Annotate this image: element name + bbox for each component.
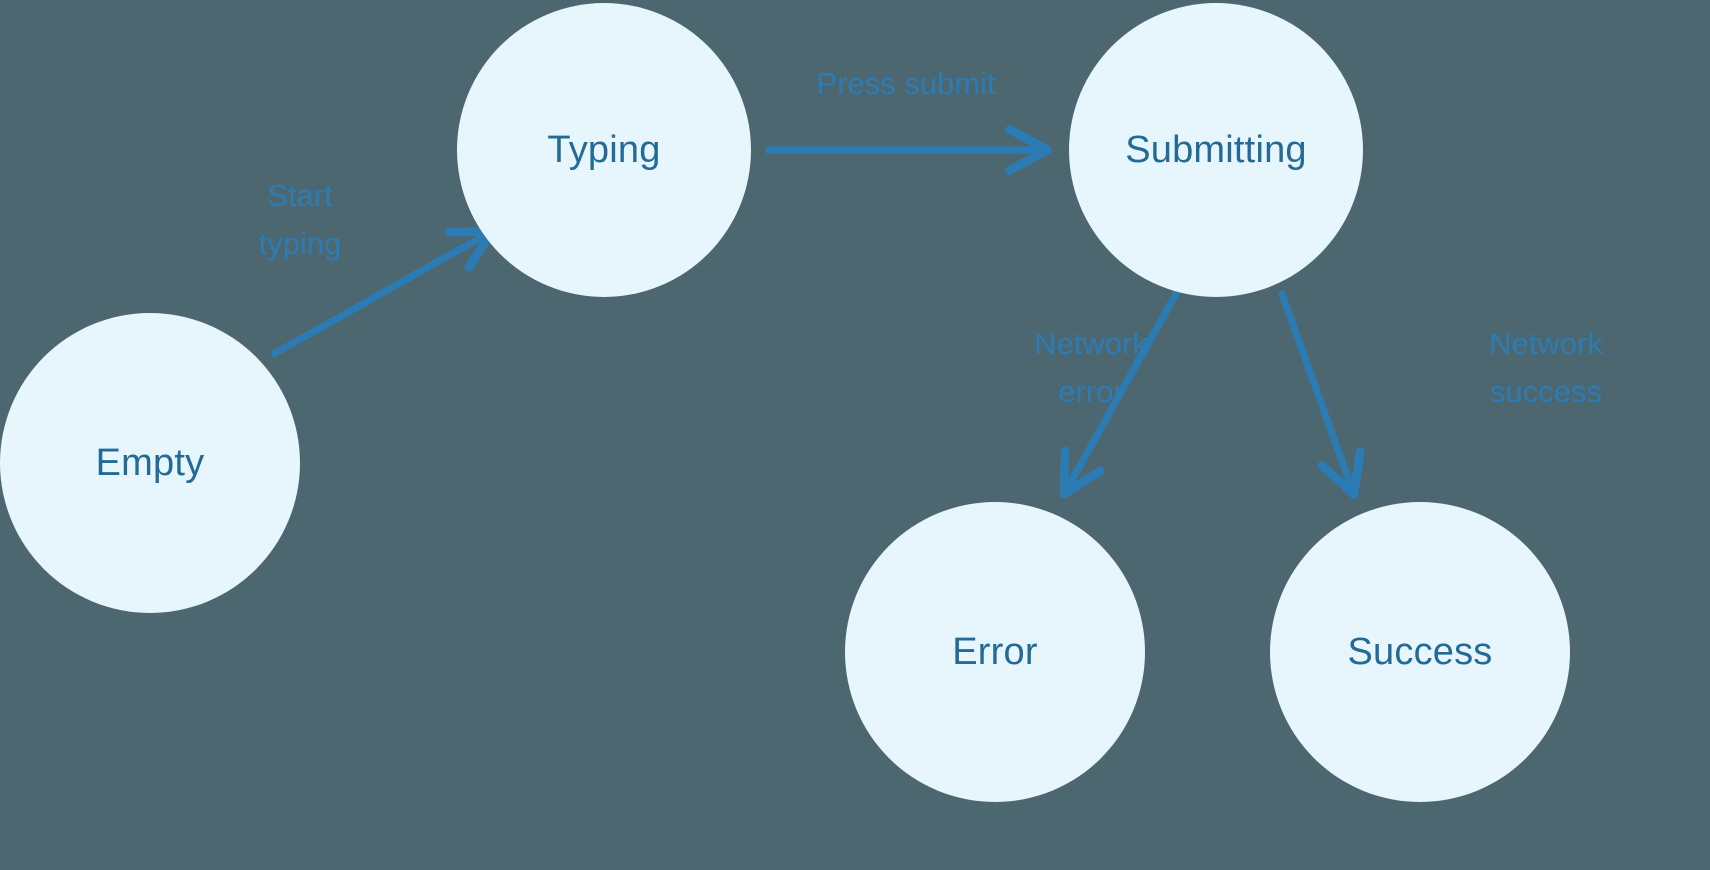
state-node-label: Empty — [95, 442, 205, 484]
edge-network-error — [1067, 290, 1181, 489]
state-node-empty[interactable]: Empty — [0, 313, 300, 613]
state-node-error[interactable]: Error — [845, 502, 1145, 802]
edge-network-success — [1277, 289, 1352, 489]
state-node-label: Error — [952, 631, 1038, 673]
state-node-success[interactable]: Success — [1270, 502, 1570, 802]
edge-label-network-error: Network error — [1034, 326, 1148, 410]
edge-start-typing — [270, 234, 487, 359]
state-node-label: Success — [1347, 631, 1493, 673]
state-node-submitting[interactable]: Submitting — [1069, 3, 1363, 297]
edge-label-press-submit: Press submit — [816, 66, 996, 101]
edge-label-start-typing: Start typing — [258, 178, 342, 262]
edge-label-network-success: Network success — [1489, 326, 1603, 410]
state-node-label: Typing — [547, 129, 661, 171]
state-node-typing[interactable]: Typing — [457, 3, 751, 297]
state-node-label: Submitting — [1125, 129, 1307, 171]
